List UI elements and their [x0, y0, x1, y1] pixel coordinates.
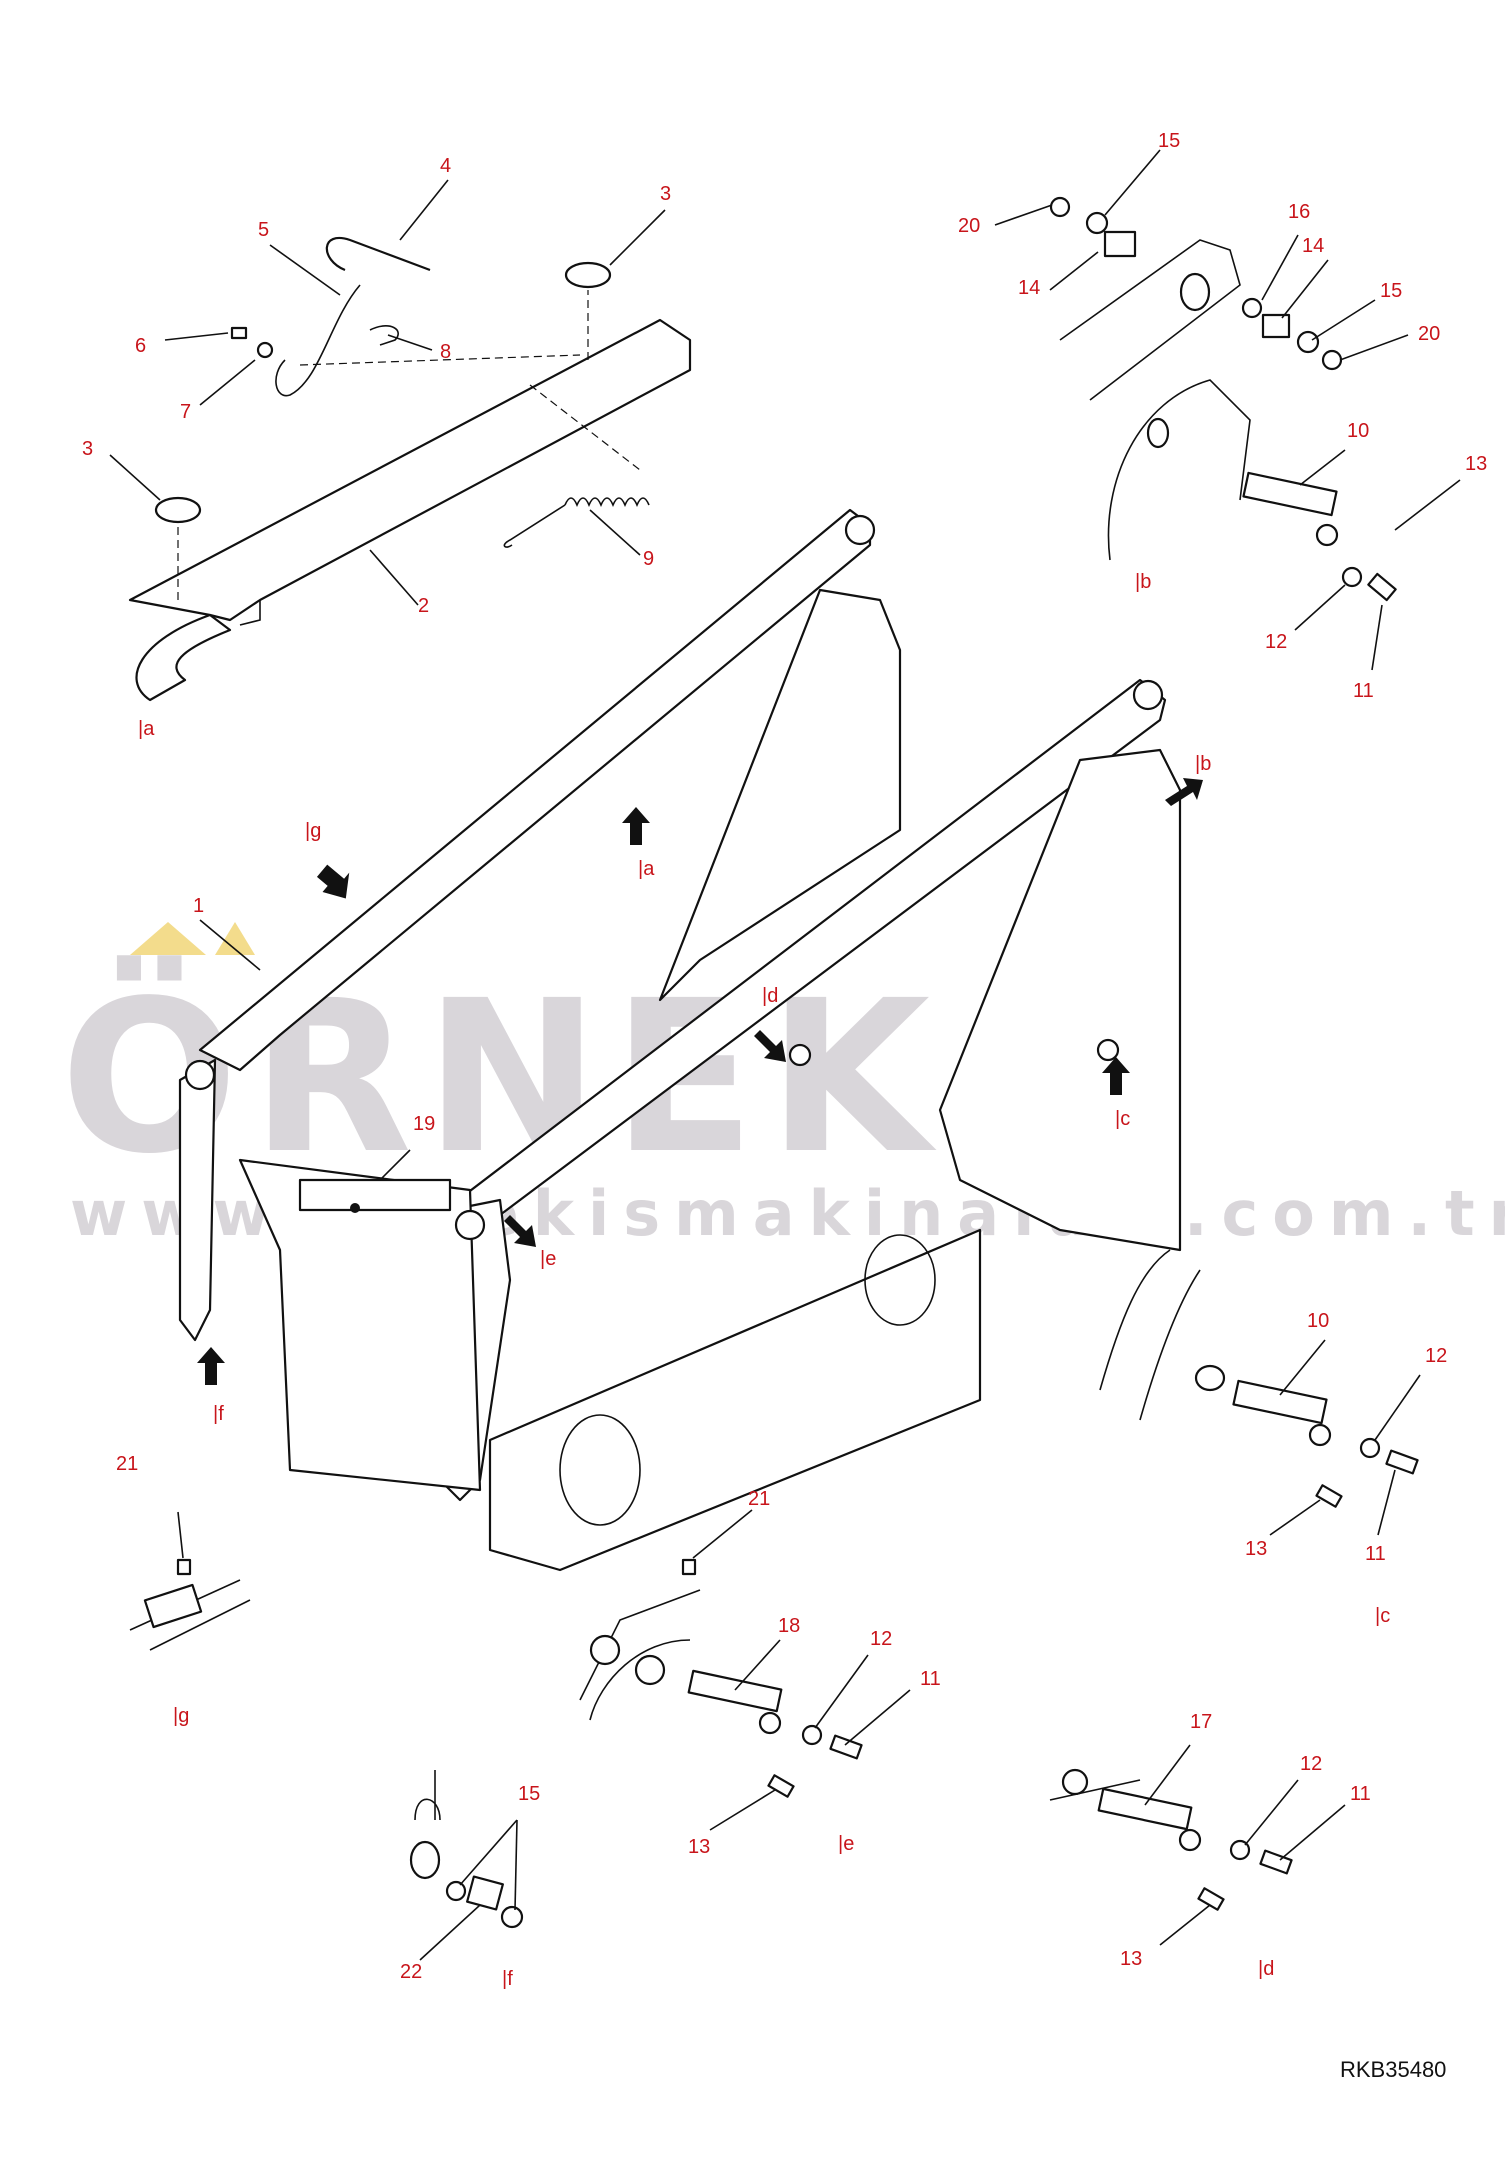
callout-14a: 14	[1018, 277, 1040, 299]
crossbar-tube	[128, 318, 692, 622]
arrow-e	[504, 1215, 536, 1247]
callout-4: 4	[440, 155, 451, 177]
link-arm-left	[178, 1058, 217, 1342]
pin-4	[325, 237, 431, 272]
view-ref-c-main: |c	[1115, 1108, 1130, 1130]
pin-17	[1097, 1787, 1193, 1831]
view-ref-e-main: |e	[540, 1248, 556, 1270]
callout-21a: 21	[116, 1453, 138, 1475]
view-ref-f-main: |f	[213, 1403, 224, 1425]
callout-10-top: 10	[1347, 420, 1369, 442]
grommet-3a	[154, 496, 202, 524]
pin-18	[687, 1669, 783, 1713]
inset-b	[1049, 196, 1397, 602]
callout-20b: 20	[1418, 323, 1440, 345]
tower-right	[938, 748, 1182, 1252]
callout-14b: 14	[1302, 235, 1324, 257]
callout-18: 18	[778, 1615, 800, 1637]
decal-19	[298, 1178, 452, 1212]
callout-13-right: 13	[1245, 1538, 1267, 1560]
callout-11-right: 11	[1365, 1543, 1386, 1565]
arrow-g	[316, 864, 350, 899]
view-ref-g-main: |g	[305, 820, 321, 842]
leader-lines	[109, 149, 1461, 1961]
callout-7: 7	[180, 401, 191, 423]
inset-d	[1049, 1768, 1293, 1911]
view-ref-a-inset: |a	[138, 718, 155, 740]
callout-11-top: 11	[1353, 680, 1374, 702]
clip-8	[369, 325, 399, 346]
view-ref-c-inset: |c	[1375, 1605, 1390, 1627]
callout-5: 5	[258, 219, 269, 241]
arrow-f	[197, 1347, 225, 1385]
inset-c	[1099, 1249, 1419, 1508]
lanyard-5	[275, 284, 361, 397]
view-ref-g-inset: |g	[173, 1705, 189, 1727]
arrow-b	[1165, 778, 1203, 806]
callout-13-d: 13	[1120, 1948, 1142, 1970]
chassis	[488, 1228, 982, 1572]
inset-g	[129, 1558, 251, 1651]
callout-20a: 20	[958, 215, 980, 237]
view-ref-d-inset: |d	[1258, 1958, 1274, 1980]
callout-12-top: 12	[1265, 631, 1287, 653]
callout-1: 1	[193, 895, 204, 917]
view-ref-a-main: |a	[638, 858, 655, 880]
callout-17: 17	[1190, 1711, 1212, 1733]
callout-12-e: 12	[870, 1628, 892, 1650]
callout-2: 2	[418, 595, 429, 617]
callout-12-d: 12	[1300, 1753, 1322, 1775]
view-ref-d-main: |d	[762, 985, 778, 1007]
washer-7	[256, 341, 274, 359]
drawing-code: RKB35480	[1340, 2057, 1446, 2082]
inset-f	[409, 1770, 524, 1929]
callout-13-e: 13	[688, 1836, 710, 1858]
view-ref-b-inset: |b	[1135, 571, 1151, 593]
inset-e	[579, 1558, 863, 1798]
callout-3b: 3	[82, 438, 93, 460]
callout-13-top: 13	[1465, 453, 1487, 475]
tower-left	[658, 588, 902, 1002]
callout-19: 19	[413, 1113, 435, 1135]
view-ref-f-inset: |f	[502, 1968, 513, 1990]
view-ref-b-main: |b	[1195, 753, 1211, 775]
crossbar-assembly	[128, 237, 692, 702]
spring-9	[564, 497, 650, 508]
view-references: |a |a |b |b |c |c |d |d |e |e |f |f |g |…	[138, 571, 1390, 1990]
lift-arm-left	[198, 508, 872, 1072]
watermark-accent-left	[130, 922, 206, 955]
callout-15b: 15	[1380, 280, 1402, 302]
bolt-6	[230, 326, 248, 340]
pin-10-right	[1232, 1379, 1328, 1425]
arrow-a	[622, 807, 650, 845]
callout-15a: 15	[1158, 130, 1180, 152]
callout-12-right: 12	[1425, 1345, 1447, 1367]
callout-11-e: 11	[920, 1668, 941, 1690]
callout-22: 22	[400, 1961, 422, 1983]
callout-labels: 1 2 3 3 4 5 6 7 8 9 10 10 11 11 11 11 12…	[82, 130, 1487, 1983]
callout-15-f: 15	[518, 1783, 540, 1805]
grommet-3b	[564, 261, 612, 289]
callout-11-d: 11	[1350, 1783, 1371, 1805]
arrow-d	[754, 1030, 786, 1062]
callout-3a: 3	[660, 183, 671, 205]
pin-10-top	[1242, 471, 1338, 517]
view-ref-e-inset: |e	[838, 1833, 854, 1855]
watermark-accent-right	[215, 922, 255, 955]
callout-16: 16	[1288, 201, 1310, 223]
callout-10-right: 10	[1307, 1310, 1329, 1332]
callout-8: 8	[440, 341, 451, 363]
arrow-c	[1102, 1057, 1130, 1095]
callout-9: 9	[643, 548, 654, 570]
crossbar-hook	[135, 613, 232, 702]
callout-21b: 21	[748, 1488, 770, 1510]
callout-6: 6	[135, 335, 146, 357]
loader-frame	[178, 508, 1203, 1572]
